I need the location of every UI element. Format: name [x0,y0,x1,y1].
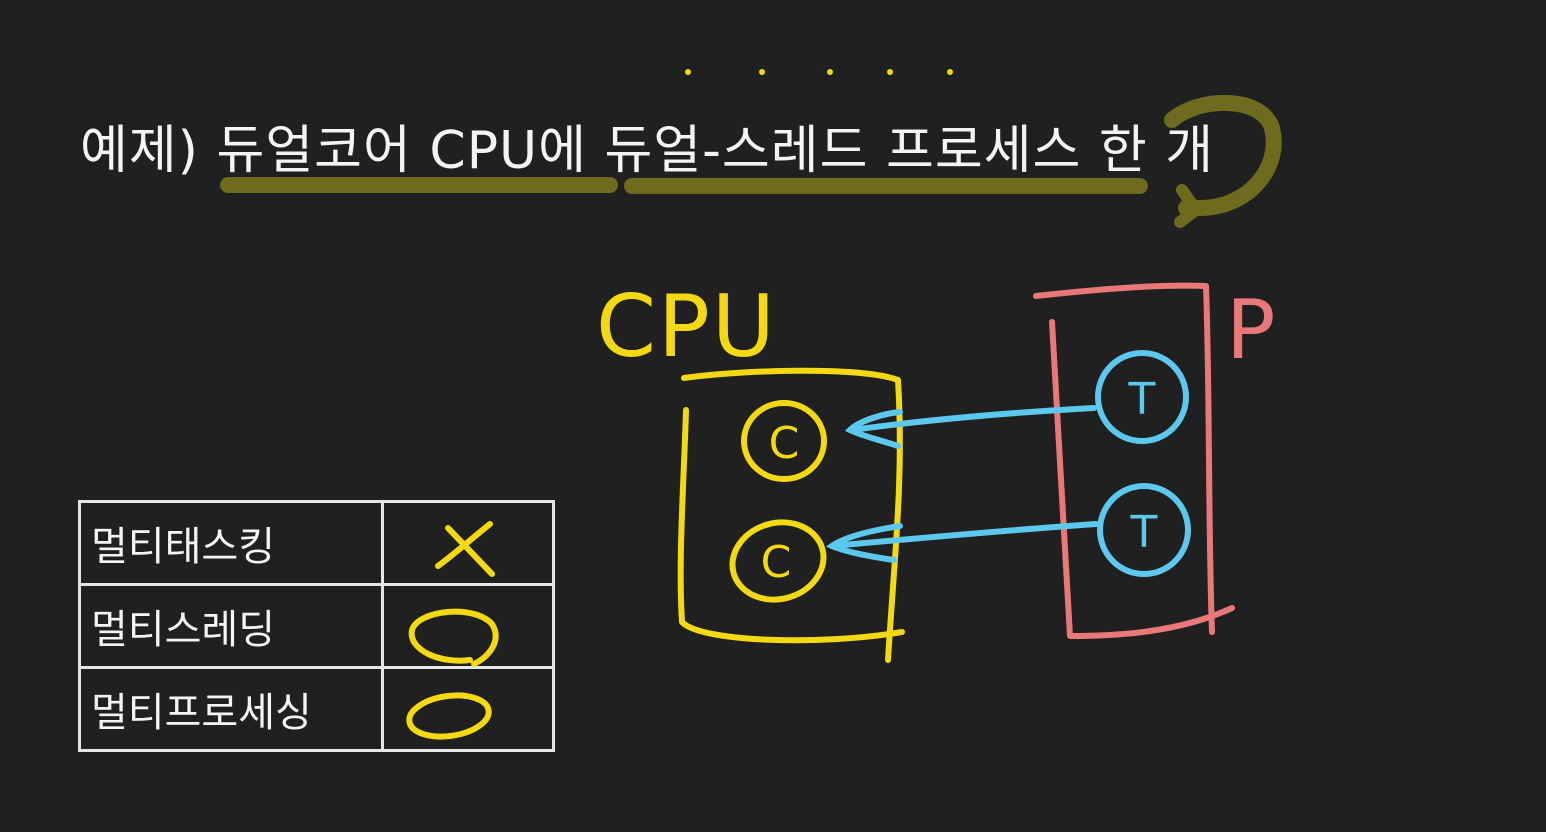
arrow-thread1-core1 [844,405,1097,449]
core-1: C [741,400,827,482]
thread-2-label: T [1130,507,1158,558]
title-underlines [220,177,1148,194]
core-2: C [729,519,827,603]
circle-arrow-han [1164,95,1282,216]
table-row: 멀티스레딩 [78,583,555,669]
arrow-thread2-core2 [825,521,1099,563]
row-mark-cell [381,500,555,586]
core-2-label: C [761,537,792,588]
thread-2: T [1097,483,1191,577]
row-label-multitasking: 멀티태스킹 [78,500,384,586]
table-row: 멀티프로세싱 [78,666,555,752]
row-mark-cell [381,666,555,752]
core-1-label: C [769,418,800,469]
annotation-dots [685,69,953,75]
circle-arrow-head [1174,184,1205,228]
cpu-label: CPU [596,277,777,377]
thread-1: T [1095,350,1189,444]
row-label-multithreading: 멀티스레딩 [78,583,384,669]
process-label: P [1226,283,1275,378]
multi-tasking-summary-table: 멀티태스킹 멀티스레딩 멀티프로세싱 [78,500,555,752]
row-mark-cell [381,583,555,669]
cpu-box [677,367,905,663]
thread-1-label: T [1128,374,1156,425]
process-box [1033,282,1235,639]
row-label-multiprocessing: 멀티프로세싱 [78,666,384,752]
table-row: 멀티태스킹 [78,500,555,586]
slide-title: 예제) 듀얼코어 CPU에 듀얼-스레드 프로세스 한 개 [80,121,1215,181]
